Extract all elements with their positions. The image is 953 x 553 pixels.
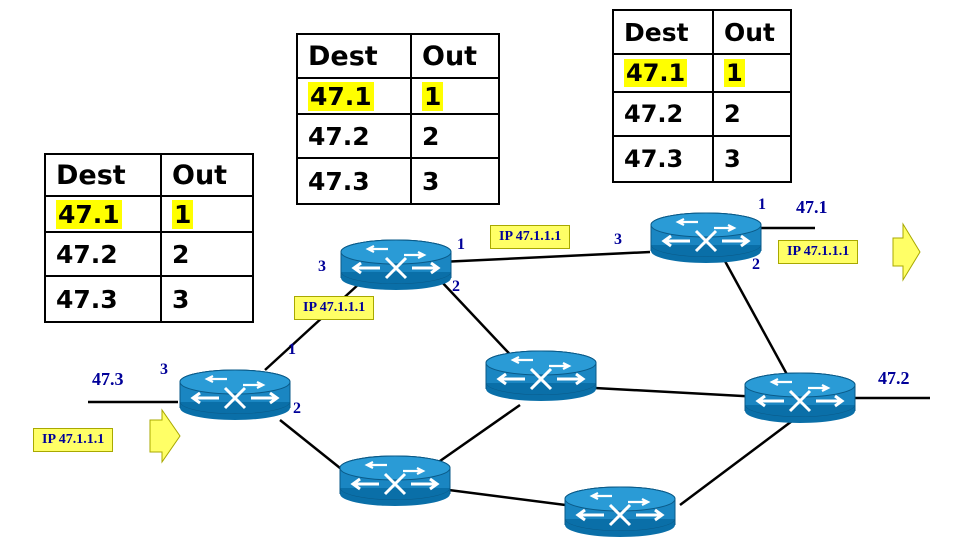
packet-label: IP 47.1.1.1 xyxy=(33,428,114,452)
arrow-right-icon xyxy=(149,408,181,464)
link-r2-r4 xyxy=(439,279,521,366)
packet-label: IP 47.1.1.1 xyxy=(778,240,859,264)
highlighted-dest: 47.1 xyxy=(56,199,122,229)
router-icon xyxy=(339,238,453,292)
arrow-right-icon xyxy=(892,222,921,282)
table-cell-dest: 47.3 xyxy=(296,157,412,205)
port-label: 1 xyxy=(288,341,296,358)
table-cell-dest: 47.2 xyxy=(296,113,412,159)
port-label: 2 xyxy=(752,256,760,273)
table-cell-out: 3 xyxy=(160,275,254,323)
router-icon xyxy=(338,454,452,508)
table-cell-dest: 47.1 xyxy=(612,53,714,93)
table-cell-out: 2 xyxy=(712,91,792,137)
packet-label: IP 47.1.1.1 xyxy=(294,296,375,320)
network-label: 47.1 xyxy=(796,197,828,217)
port-label: 1 xyxy=(758,196,766,213)
link-r3-r6 xyxy=(718,251,792,381)
table-cell-out: 2 xyxy=(410,113,500,159)
port-label: 3 xyxy=(318,258,326,275)
table-cell-out: 1 xyxy=(712,53,792,93)
port-label: 3 xyxy=(614,231,622,248)
table-cell-dest: 47.1 xyxy=(44,195,162,233)
table-cell-dest: 47.3 xyxy=(612,135,714,183)
table-cell-out: 3 xyxy=(410,157,500,205)
table-cell-out: 2 xyxy=(160,231,254,277)
network-label: 47.2 xyxy=(878,368,910,388)
router-icon xyxy=(178,368,292,422)
router-icon xyxy=(649,211,763,265)
table-cell-dest: 47.1 xyxy=(296,77,412,115)
link-r2-r3 xyxy=(439,250,651,264)
table-cell-out: 1 xyxy=(160,195,254,233)
table-cell-out: 3 xyxy=(712,135,792,183)
table-header-out: Out xyxy=(712,9,792,55)
highlighted-out: 1 xyxy=(724,59,745,87)
table-header-dest: Dest xyxy=(612,9,714,55)
port-label: 1 xyxy=(457,236,465,253)
table-cell-dest: 47.3 xyxy=(44,275,162,323)
router-icon xyxy=(743,371,857,425)
router-icon xyxy=(484,349,598,403)
highlighted-dest: 47.1 xyxy=(624,59,688,87)
packet-label: IP 47.1.1.1 xyxy=(490,225,571,249)
router-icon xyxy=(563,485,677,539)
link-r7-r6 xyxy=(679,414,801,506)
table-header-out: Out xyxy=(160,153,254,197)
port-label: 3 xyxy=(160,361,168,378)
port-label: 2 xyxy=(452,278,460,295)
highlighted-dest: 47.1 xyxy=(308,81,374,111)
table-cell-dest: 47.2 xyxy=(44,231,162,277)
highlighted-out: 1 xyxy=(172,199,194,229)
port-label: 2 xyxy=(293,400,301,417)
table-cell-out: 1 xyxy=(410,77,500,115)
table-cell-dest: 47.2 xyxy=(612,91,714,137)
network-label: 47.3 xyxy=(92,369,124,389)
highlighted-out: 1 xyxy=(422,81,444,111)
table-header-dest: Dest xyxy=(44,153,162,197)
table-header-out: Out xyxy=(410,33,500,79)
table-header-dest: Dest xyxy=(296,33,412,79)
